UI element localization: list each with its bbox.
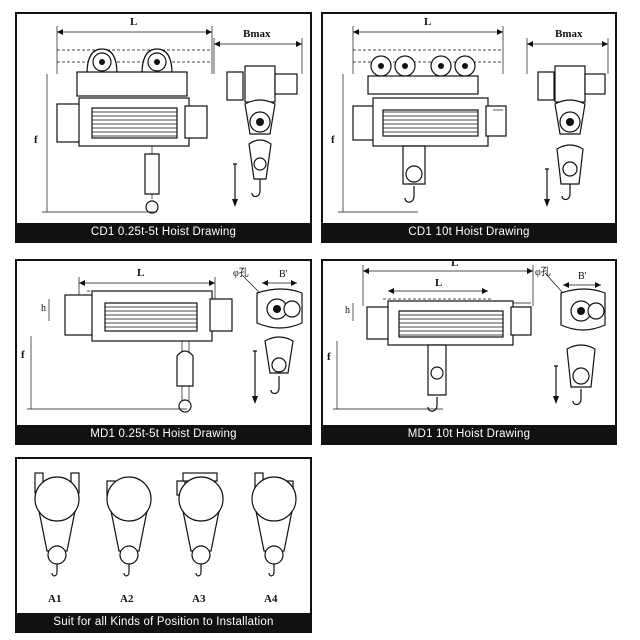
position-a4-figure xyxy=(251,472,297,577)
cd1-large-panel: L Bmax f CD1 10t Hoist Drawing xyxy=(321,12,617,243)
cd1-small-drawing xyxy=(42,26,303,214)
cd1-large-caption: CD1 10t Hoist Drawing xyxy=(323,223,615,241)
md1-large-height-label: f xyxy=(327,351,331,363)
md1-large-width-label: B' xyxy=(578,271,587,282)
cd1-large-height-label: f xyxy=(331,134,335,146)
md1-small-panel: L h f φ孔 B' MD1 0.25t-5t Hoist Drawing xyxy=(15,259,312,445)
md1-small-height-label: f xyxy=(21,349,25,361)
position-a3-figure xyxy=(176,472,224,577)
position-a2-figure xyxy=(106,476,152,577)
cd1-large-length-label: L xyxy=(424,16,432,28)
md1-small-length-label: L xyxy=(137,267,145,279)
md1-large-h-label: h xyxy=(345,305,350,316)
cd1-small-length-label: L xyxy=(130,16,138,28)
md1-large-outer-length-label: L xyxy=(451,257,459,269)
md1-large-drawing xyxy=(333,265,606,412)
cd1-small-caption: CD1 0.25t-5t Hoist Drawing xyxy=(17,223,310,241)
md1-small-h-label: h xyxy=(41,303,46,314)
position-a2-label: A2 xyxy=(120,593,134,605)
md1-large-hole-label: φ孔 xyxy=(535,267,551,278)
position-a4-label: A4 xyxy=(264,593,278,605)
positions-drawing xyxy=(34,472,297,577)
positions-panel: A1 A2 A3 A4 Suit for all Kinds of Positi… xyxy=(15,457,312,633)
cd1-large-width-label: Bmax xyxy=(555,28,583,40)
position-a3-label: A3 xyxy=(192,593,206,605)
md1-large-length-label: L xyxy=(435,277,443,289)
position-a1-label: A1 xyxy=(48,593,62,605)
md1-large-panel: L L h f φ孔 B' MD1 10t Hoist Drawing xyxy=(321,257,617,445)
cd1-small-panel: L Bmax f CD1 0.25t-5t Hoist Drawing xyxy=(15,12,312,243)
md1-large-caption: MD1 10t Hoist Drawing xyxy=(323,425,615,443)
md1-small-hole-label: φ孔 xyxy=(233,268,249,279)
md1-small-width-label: B' xyxy=(279,269,288,280)
md1-small-drawing xyxy=(27,274,303,413)
md1-small-caption: MD1 0.25t-5t Hoist Drawing xyxy=(17,425,310,443)
positions-caption: Suit for all Kinds of Position to Instal… xyxy=(17,613,310,631)
cd1-small-width-label: Bmax xyxy=(243,28,271,40)
cd1-large-drawing xyxy=(338,26,609,213)
cd1-small-height-label: f xyxy=(34,134,38,146)
position-a1-figure xyxy=(34,472,80,577)
